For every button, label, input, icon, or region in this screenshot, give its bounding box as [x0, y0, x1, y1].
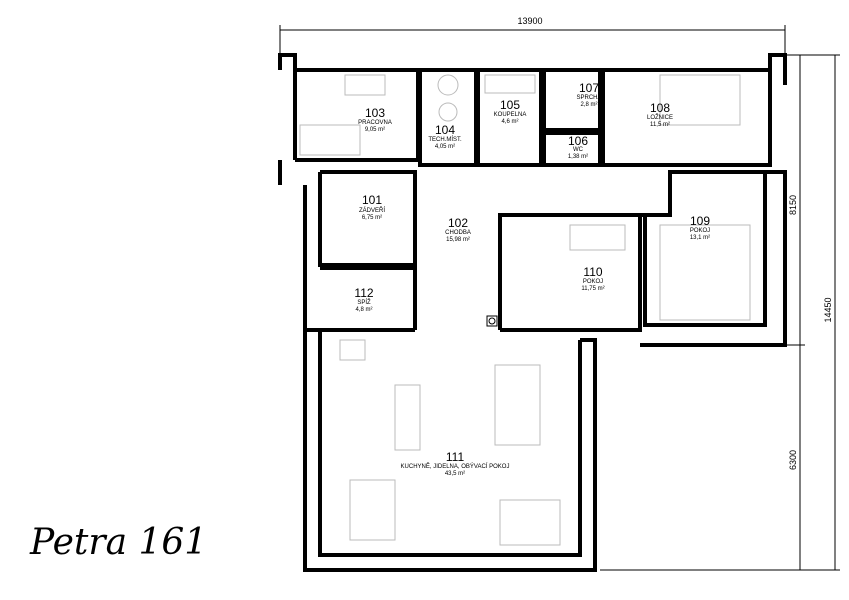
room-101: 101 ZÁDVEŘÍ 6,75 m²: [359, 193, 385, 221]
svg-text:CHODBA: CHODBA: [445, 230, 471, 236]
svg-text:101: 101: [362, 193, 382, 207]
walls: [278, 53, 787, 572]
svg-text:108: 108: [650, 101, 670, 115]
svg-text:43,5 m²: 43,5 m²: [445, 471, 465, 477]
svg-text:SPÍŽ: SPÍŽ: [357, 298, 371, 306]
room-110: 110 POKOJ 11,75 m²: [581, 265, 604, 292]
svg-text:KUCHYNĚ, JIDELNA, OBÝVACÍ POKO: KUCHYNĚ, JIDELNA, OBÝVACÍ POKOJ: [401, 462, 510, 470]
svg-text:103: 103: [365, 106, 385, 120]
svg-text:109: 109: [690, 214, 710, 228]
room-105: 105 KOUPELNA 4,6 m²: [494, 98, 527, 125]
dimension-top: 13900: [517, 16, 542, 26]
svg-text:102: 102: [448, 216, 468, 230]
room-112: 112 SPÍŽ 4,8 m²: [354, 286, 373, 313]
svg-text:4,8 m²: 4,8 m²: [355, 307, 372, 313]
svg-text:11,75 m²: 11,75 m²: [581, 286, 604, 292]
svg-text:4,05 m²: 4,05 m²: [435, 144, 455, 150]
dimension-right-upper: 8150: [788, 195, 798, 215]
dimension-lines: [279, 25, 840, 571]
svg-text:SPRCHA: SPRCHA: [576, 95, 601, 101]
dimension-right-lower: 6300: [788, 450, 798, 470]
svg-text:106: 106: [568, 134, 588, 148]
dimension-right-total: 14450: [823, 297, 833, 322]
svg-text:6,75 m²: 6,75 m²: [362, 215, 382, 221]
svg-text:POKOJ: POKOJ: [583, 279, 603, 285]
svg-text:112: 112: [354, 286, 373, 300]
room-111: 111 KUCHYNĚ, JIDELNA, OBÝVACÍ POKOJ 43,5…: [401, 450, 510, 477]
plan-title: Petra 161: [30, 522, 208, 563]
svg-text:POKOJ: POKOJ: [690, 228, 710, 234]
svg-text:LOŽNICE: LOŽNICE: [647, 113, 673, 121]
svg-text:105: 105: [500, 98, 520, 112]
room-104: 104 TECH.MÍST. 4,05 m²: [428, 123, 462, 150]
room-106: 106 WC 1,38 m²: [568, 134, 589, 160]
svg-text:9,05 m²: 9,05 m²: [365, 127, 385, 133]
svg-text:2,8 m²: 2,8 m²: [580, 102, 597, 108]
svg-text:111: 111: [446, 450, 465, 464]
svg-text:13,1 m²: 13,1 m²: [690, 235, 710, 241]
svg-text:11,5 m²: 11,5 m²: [650, 122, 670, 128]
svg-text:104: 104: [435, 123, 455, 137]
room-109: 109 POKOJ 13,1 m²: [690, 214, 711, 241]
svg-text:15,98 m²: 15,98 m²: [446, 237, 470, 243]
svg-text:1,38 m²: 1,38 m²: [568, 154, 588, 160]
room-103: 103 PRACOVNA 9,05 m²: [358, 106, 392, 133]
room-108: 108 LOŽNICE 11,5 m²: [647, 101, 673, 128]
svg-text:WC: WC: [573, 147, 584, 153]
svg-text:4,6 m²: 4,6 m²: [501, 119, 518, 125]
svg-text:110: 110: [583, 265, 602, 279]
room-102: 102 CHODBA 15,98 m²: [445, 216, 471, 243]
furniture: [299, 74, 751, 546]
svg-text:TECH.MÍST.: TECH.MÍST.: [428, 136, 462, 143]
svg-text:107: 107: [579, 81, 599, 95]
svg-text:ZÁDVEŘÍ: ZÁDVEŘÍ: [359, 206, 385, 214]
svg-text:KOUPELNA: KOUPELNA: [494, 112, 527, 118]
svg-text:PRACOVNA: PRACOVNA: [358, 120, 392, 126]
room-107: 107 SPRCHA 2,8 m²: [576, 81, 601, 108]
